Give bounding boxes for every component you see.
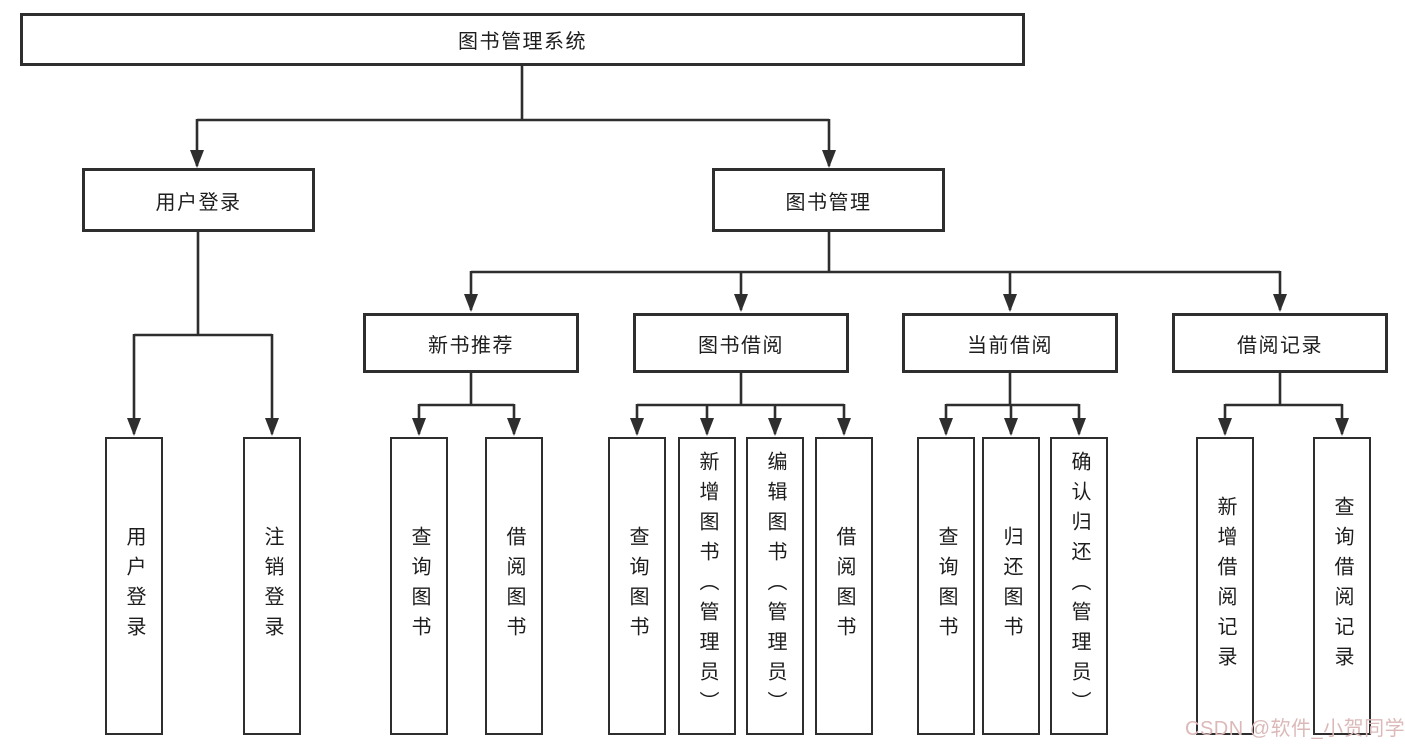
leaf-cb-confirm-return: 确认归还（管理员） <box>1050 437 1108 735</box>
leaf-cb-query-books: 查询图书 <box>917 437 975 735</box>
leaf-cb-return-books-label: 归还图书 <box>1000 526 1022 646</box>
leaf-user-login: 用户登录 <box>105 437 163 735</box>
leaf-bb-borrow-books-label: 借阅图书 <box>833 526 855 646</box>
node-book-management: 图书管理 <box>712 168 945 232</box>
leaf-cb-return-books: 归还图书 <box>982 437 1040 735</box>
leaf-bb-add-books-label: 新增图书（管理员） <box>696 451 718 721</box>
leaf-br-query-record: 查询借阅记录 <box>1313 437 1371 735</box>
leaf-nb-borrow-books-label: 借阅图书 <box>503 526 525 646</box>
node-user-login-label: 用户登录 <box>155 191 242 214</box>
leaf-logout-label: 注销登录 <box>261 526 283 646</box>
node-user-login: 用户登录 <box>82 168 315 232</box>
leaf-nb-query-books: 查询图书 <box>390 437 448 735</box>
leaf-user-login-label: 用户登录 <box>123 526 145 646</box>
leaf-bb-borrow-books: 借阅图书 <box>815 437 873 735</box>
leaf-bb-query-books-label: 查询图书 <box>626 526 648 646</box>
leaf-br-query-record-label: 查询借阅记录 <box>1331 496 1353 676</box>
node-current-borrow-label: 当前借阅 <box>967 334 1053 357</box>
node-new-book-recommend-label: 新书推荐 <box>428 334 514 357</box>
node-borrow-records: 借阅记录 <box>1172 313 1388 373</box>
node-current-borrow: 当前借阅 <box>902 313 1118 373</box>
leaf-nb-query-books-label: 查询图书 <box>408 526 430 646</box>
leaf-bb-query-books: 查询图书 <box>608 437 666 735</box>
leaf-bb-add-books: 新增图书（管理员） <box>678 437 736 735</box>
leaf-br-add-record-label: 新增借阅记录 <box>1214 496 1236 676</box>
leaf-cb-query-books-label: 查询图书 <box>935 526 957 646</box>
leaf-nb-borrow-books: 借阅图书 <box>485 437 543 735</box>
leaf-bb-edit-books-label: 编辑图书（管理员） <box>764 451 786 721</box>
node-book-borrow: 图书借阅 <box>633 313 849 373</box>
node-new-book-recommend: 新书推荐 <box>363 313 579 373</box>
node-borrow-records-label: 借阅记录 <box>1237 334 1323 357</box>
leaf-cb-confirm-return-label: 确认归还（管理员） <box>1068 451 1090 721</box>
watermark: CSDN @软件_小贺同学 <box>1185 718 1405 740</box>
node-book-management-label: 图书管理 <box>785 191 872 214</box>
node-root-system: 图书管理系统 <box>20 13 1025 66</box>
leaf-br-add-record: 新增借阅记录 <box>1196 437 1254 735</box>
node-root-label: 图书管理系统 <box>458 31 587 53</box>
leaf-bb-edit-books: 编辑图书（管理员） <box>746 437 804 735</box>
node-book-borrow-label: 图书借阅 <box>698 334 784 357</box>
leaf-logout: 注销登录 <box>243 437 301 735</box>
